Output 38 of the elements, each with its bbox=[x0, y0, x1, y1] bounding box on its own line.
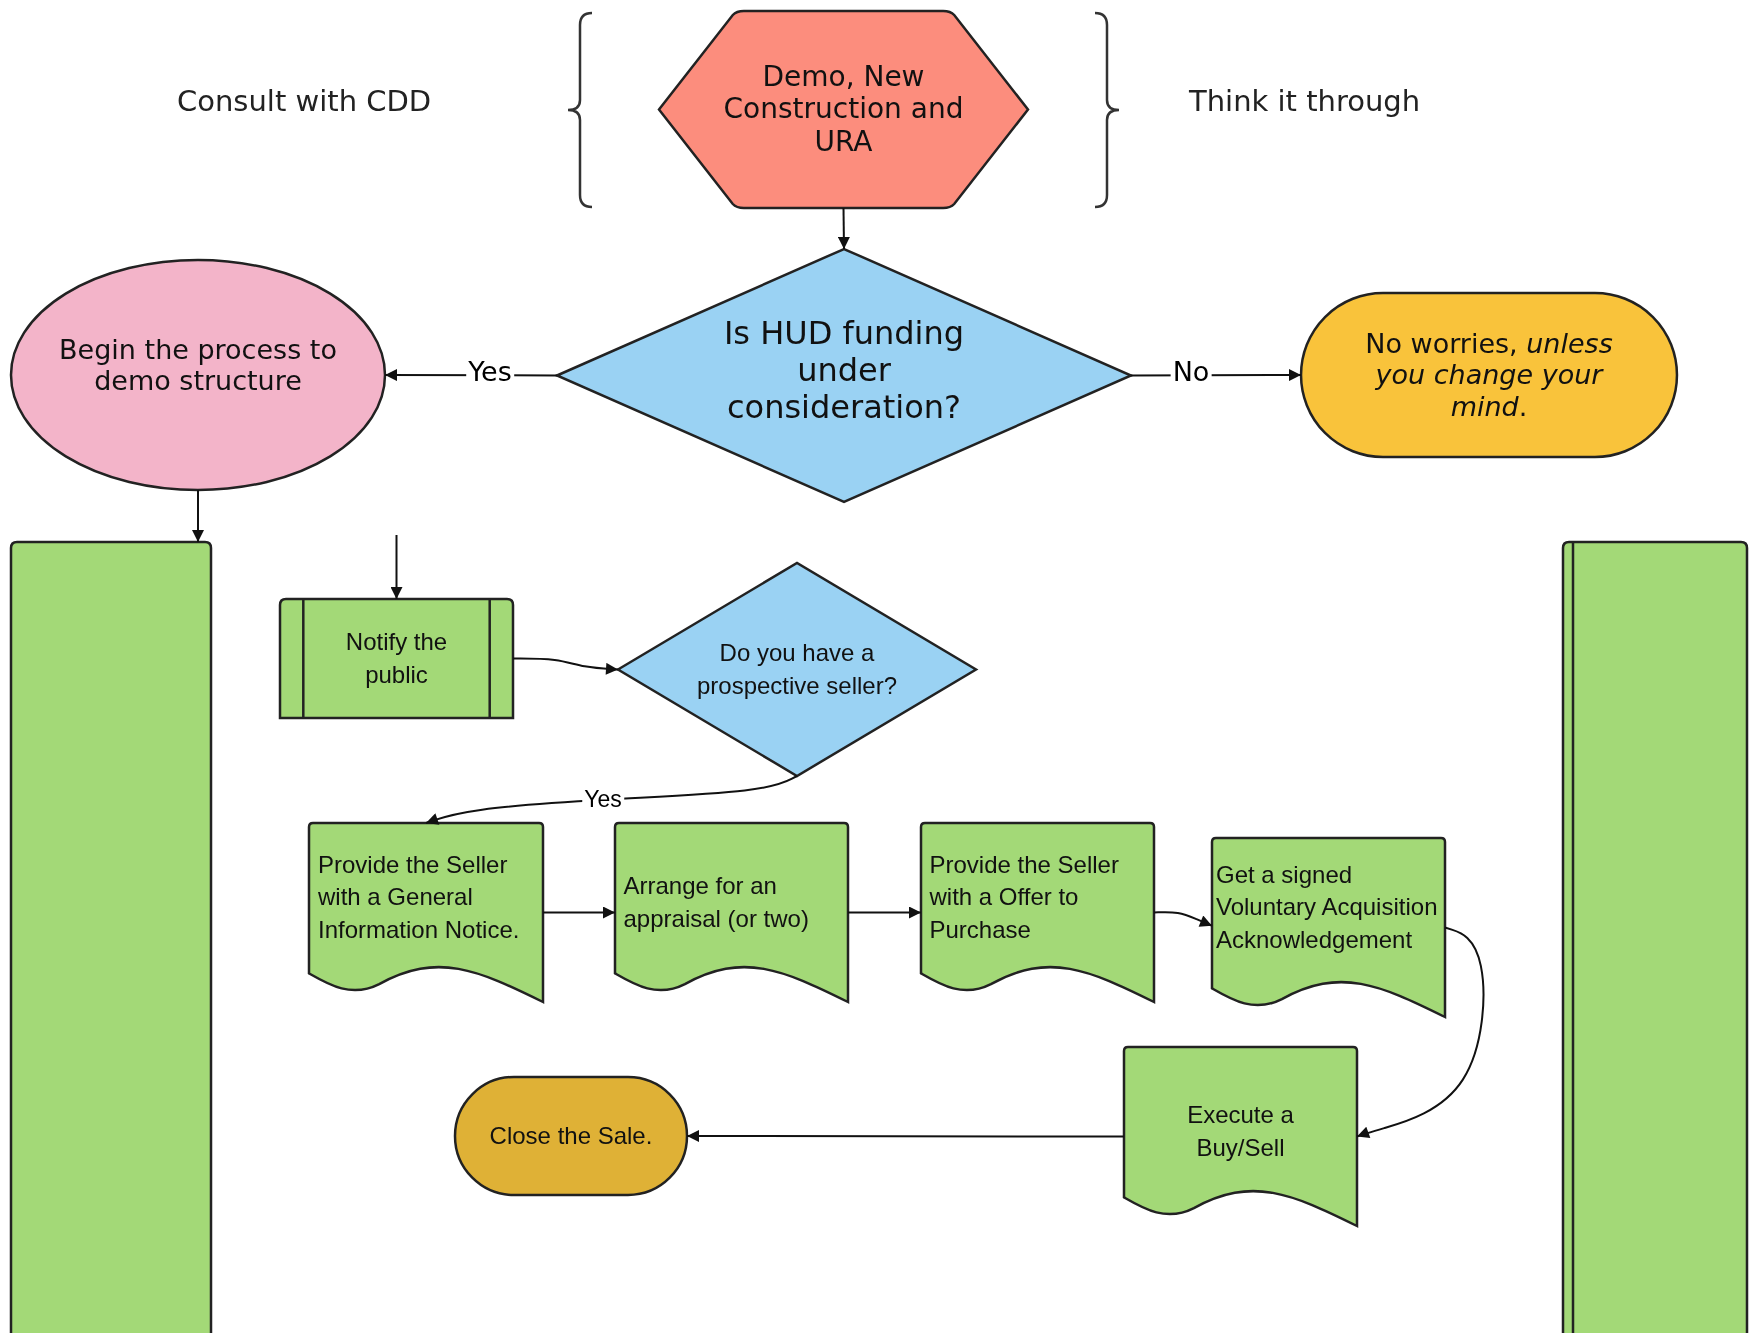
arrow bbox=[686, 1130, 1125, 1142]
annotation-text: Consult with CDD bbox=[177, 84, 432, 118]
node-label: Close the Sale. bbox=[488, 1120, 654, 1151]
node-label: Notify the public bbox=[344, 627, 449, 690]
node-label: Do you have a prospective seller? bbox=[695, 638, 899, 701]
lane-bar bbox=[1563, 542, 1747, 1333]
arrow bbox=[192, 489, 204, 543]
arrow bbox=[837, 207, 850, 250]
terminal-shape bbox=[1301, 293, 1677, 457]
arrow bbox=[542, 906, 616, 919]
arrow bbox=[847, 906, 922, 919]
node-label: Provide the Seller with a General Information Notice. bbox=[318, 849, 521, 945]
annotation-text: Think it through bbox=[1189, 84, 1421, 118]
arrow bbox=[1356, 926, 1485, 1139]
node-label: Is HUD funding under consideration? bbox=[722, 315, 966, 426]
document-shape bbox=[309, 823, 543, 1002]
document-shape bbox=[1212, 838, 1445, 1017]
arrow bbox=[425, 775, 798, 825]
decision-diamond bbox=[557, 249, 1131, 502]
process-ellipse bbox=[11, 260, 385, 490]
node-label: Execute a Buy/Sell bbox=[1186, 1100, 1295, 1163]
predefined-process-box bbox=[280, 599, 513, 718]
node-label: No worries, unless you change your mind. bbox=[1364, 328, 1614, 422]
arrow bbox=[390, 534, 403, 600]
arrow bbox=[1153, 911, 1213, 927]
node-label: Arrange for an appraisal (or two) bbox=[623, 871, 810, 934]
node-label: Provide the Seller with a Offer to Purchase bbox=[929, 849, 1120, 945]
node-label: Demo, New Construction and URA bbox=[722, 61, 965, 158]
hexagon-shape bbox=[659, 11, 1028, 208]
document-shape bbox=[1124, 1047, 1357, 1226]
arrow bbox=[512, 657, 619, 675]
decision-diamond bbox=[618, 563, 976, 776]
node-label: Begin the process to demo structure bbox=[58, 333, 338, 397]
document-shape bbox=[921, 823, 1154, 1002]
lane-bar bbox=[11, 542, 211, 1333]
document-shape bbox=[615, 823, 848, 1002]
terminal-shape bbox=[455, 1077, 687, 1195]
node-label: Get a signed Voluntary Acquisition Acknowledgement bbox=[1216, 859, 1439, 955]
